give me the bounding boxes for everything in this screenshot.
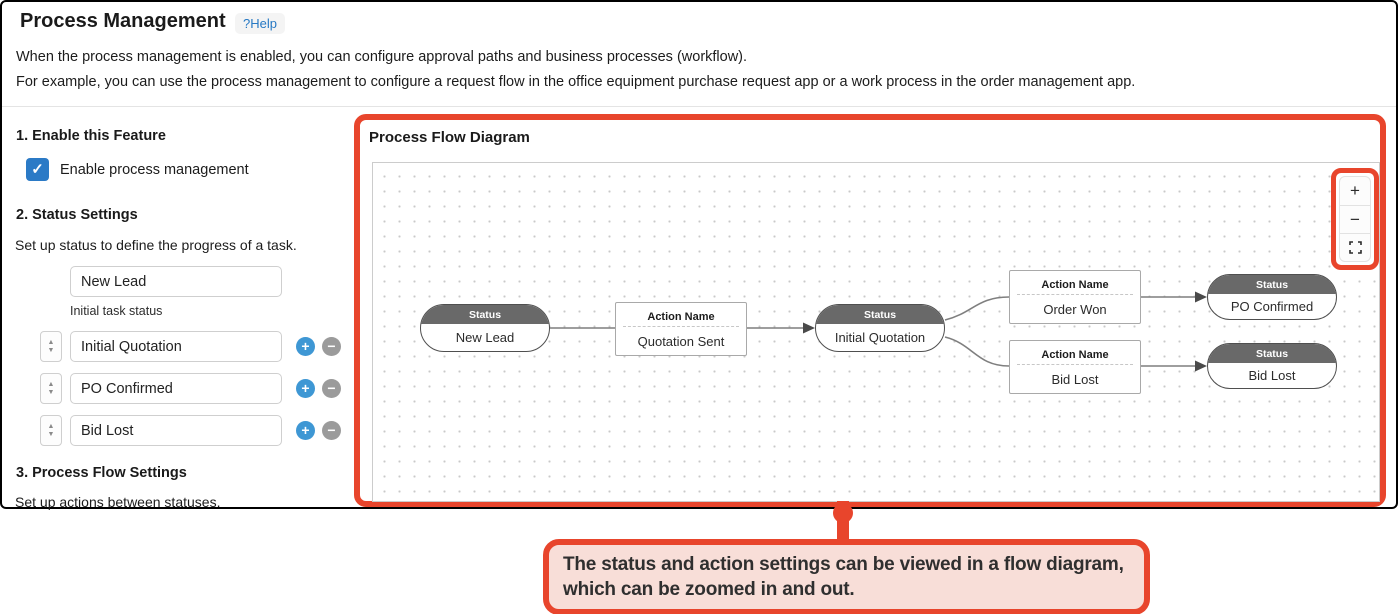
callout-connector-dot: [833, 503, 853, 523]
node-header: Status: [421, 305, 549, 324]
status-node-new-lead: Status New Lead: [420, 304, 550, 352]
node-header: Status: [1208, 275, 1336, 294]
process-flow-settings-heading: 3. Process Flow Settings: [16, 465, 187, 481]
description-line-2: For example, you can use the process man…: [16, 74, 1136, 90]
action-node-order-won: Action Name Order Won: [1009, 270, 1141, 324]
callout-text-line-2: which can be zoomed in and out.: [563, 579, 855, 601]
status-settings-description: Set up status to define the progress of …: [15, 237, 297, 253]
flow-connectors: [550, 291, 1207, 372]
remove-status-button[interactable]: −: [322, 337, 341, 356]
annotation-callout: The status and action settings can be vi…: [543, 539, 1150, 614]
node-label: Order Won: [1043, 301, 1107, 317]
reorder-stepper[interactable]: ▲ ▼: [40, 415, 62, 446]
arrow-down-icon: ▼: [47, 346, 55, 354]
header-divider: [2, 106, 1396, 107]
process-flow-settings-description: Set up actions between statuses.: [15, 494, 221, 510]
node-label: PO Confirmed: [1230, 299, 1314, 314]
zoom-in-button[interactable]: +: [1350, 181, 1360, 200]
node-header: Action Name: [1017, 341, 1133, 365]
check-icon: ✓: [31, 161, 44, 178]
status-node-bid-lost: Status Bid Lost: [1207, 343, 1337, 389]
callout-text-line-1: The status and action settings can be vi…: [563, 554, 1124, 575]
node-header: Action Name: [1017, 271, 1133, 295]
arrow-down-icon: ▼: [47, 388, 55, 396]
action-node-bid-lost: Action Name Bid Lost: [1009, 340, 1141, 394]
status-input-initial-quotation[interactable]: [70, 331, 282, 362]
status-settings-heading: 2. Status Settings: [16, 207, 138, 223]
settings-panel: Process Management ?Help When the proces…: [0, 0, 1398, 510]
fit-screen-icon: [1348, 241, 1362, 254]
status-input-po-confirmed[interactable]: [70, 373, 282, 404]
reorder-stepper[interactable]: ▲ ▼: [40, 373, 62, 404]
status-input-new-lead[interactable]: [70, 266, 282, 297]
fit-screen-button[interactable]: [1340, 233, 1370, 261]
process-flow-diagram-highlight: Process Flow Diagram Status New Lead: [354, 114, 1386, 507]
help-link[interactable]: ?Help: [235, 13, 285, 34]
arrow-down-icon: ▼: [47, 430, 55, 438]
remove-status-button[interactable]: −: [322, 379, 341, 398]
zoom-controls: + −: [1339, 176, 1371, 262]
enable-process-checkbox[interactable]: ✓: [26, 158, 49, 181]
add-status-button[interactable]: +: [296, 421, 315, 440]
reorder-stepper[interactable]: ▲ ▼: [40, 331, 62, 362]
node-header: Status: [1208, 344, 1336, 363]
flow-diagram-canvas: Status New Lead Action Name Quotation Se…: [372, 162, 1380, 502]
arrow-up-icon: ▲: [47, 338, 55, 346]
status-node-po-confirmed: Status PO Confirmed: [1207, 274, 1337, 320]
node-label: New Lead: [455, 330, 515, 345]
page-title: Process Management: [20, 10, 226, 32]
node-label: Bid Lost: [1051, 371, 1099, 387]
node-header: Action Name: [623, 303, 739, 327]
arrow-up-icon: ▲: [47, 380, 55, 388]
description-line-1: When the process management is enabled, …: [16, 49, 748, 65]
node-label: Initial Quotation: [834, 330, 926, 345]
add-status-button[interactable]: +: [296, 379, 315, 398]
initial-task-status-note: Initial task status: [70, 304, 163, 318]
status-input-bid-lost[interactable]: [70, 415, 282, 446]
node-label: Bid Lost: [1248, 368, 1296, 383]
node-header: Status: [816, 305, 944, 324]
enable-feature-heading: 1. Enable this Feature: [16, 128, 166, 144]
zoom-out-button[interactable]: −: [1340, 205, 1370, 233]
action-node-quotation-sent: Action Name Quotation Sent: [615, 302, 747, 356]
add-status-button[interactable]: +: [296, 337, 315, 356]
zoom-controls-highlight: + −: [1331, 168, 1379, 270]
remove-status-button[interactable]: −: [322, 421, 341, 440]
enable-process-label: Enable process management: [60, 162, 249, 178]
arrow-up-icon: ▲: [47, 422, 55, 430]
node-label: Quotation Sent: [637, 333, 725, 349]
diagram-title: Process Flow Diagram: [369, 129, 530, 146]
status-node-initial-quotation: Status Initial Quotation: [815, 304, 945, 352]
